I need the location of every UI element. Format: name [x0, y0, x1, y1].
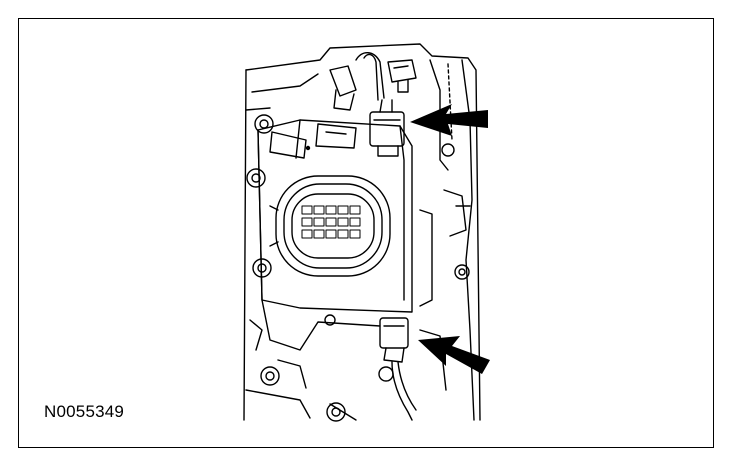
upper-electrical-connector [369, 99, 405, 157]
lower-electrical-connector [379, 317, 417, 421]
figure-frame [18, 18, 714, 448]
fasteners [246, 114, 470, 422]
lower-casting [249, 189, 471, 391]
control-module [257, 119, 413, 313]
housing-outline [243, 43, 481, 421]
upper-connector-arrow [410, 104, 488, 136]
main-oval-connector [269, 175, 391, 277]
figure-id-label: N0055349 [44, 402, 125, 421]
harness-bundle-top [329, 52, 417, 111]
lower-connector-arrow [418, 336, 490, 374]
